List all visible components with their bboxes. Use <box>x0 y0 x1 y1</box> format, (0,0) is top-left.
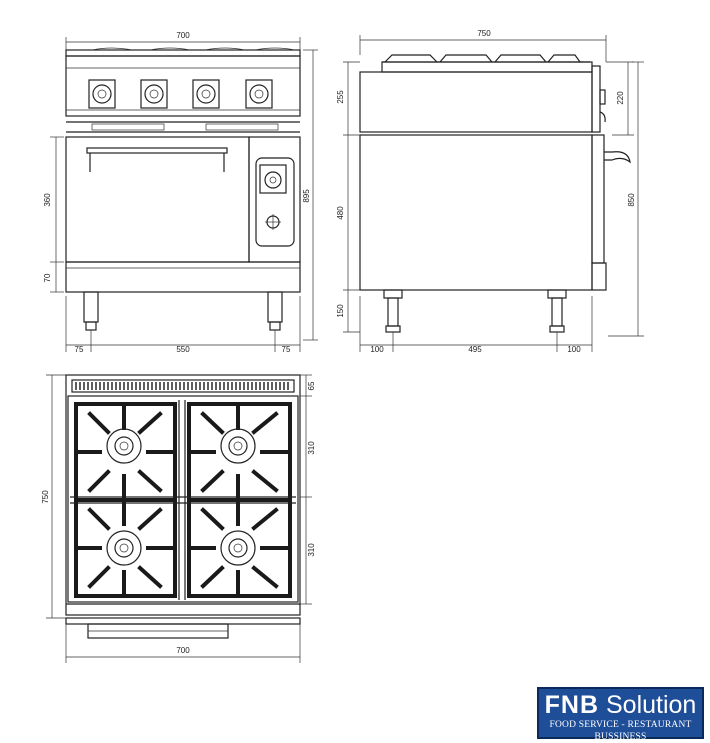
oven-handle <box>86 147 228 154</box>
dim-side-right-top: 220 <box>606 61 634 136</box>
svg-text:255: 255 <box>336 90 345 104</box>
knob-1 <box>88 79 116 109</box>
svg-text:550: 550 <box>176 345 190 354</box>
dim-front-oven-height: 360 <box>43 136 64 263</box>
burner-1 <box>106 428 142 464</box>
knob-4 <box>245 79 273 109</box>
svg-text:75: 75 <box>282 345 291 354</box>
svg-text:360: 360 <box>43 193 52 207</box>
svg-text:310: 310 <box>307 543 316 557</box>
oven-control <box>255 157 295 247</box>
svg-text:750: 750 <box>477 29 491 38</box>
svg-text:700: 700 <box>176 31 190 40</box>
oven-door <box>65 136 250 263</box>
burner-4 <box>220 530 256 566</box>
dim-side-bottom: 100 495 100 <box>359 296 593 354</box>
dim-top-row-2: 310 <box>300 497 316 605</box>
svg-text:220: 220 <box>616 91 625 105</box>
dim-side-right-total: 850 <box>608 61 644 337</box>
dim-front-total-height: 895 <box>302 49 318 341</box>
front-knobs <box>88 79 273 109</box>
svg-text:100: 100 <box>567 345 581 354</box>
svg-text:495: 495 <box>468 345 482 354</box>
side-lower-body <box>359 134 593 291</box>
knob-2 <box>140 79 168 109</box>
svg-text:310: 310 <box>307 441 316 455</box>
svg-text:850: 850 <box>627 193 636 207</box>
burners <box>106 428 256 566</box>
dim-front-bottom: 75 550 75 <box>65 296 301 354</box>
dim-front-base-height: 70 <box>43 262 64 293</box>
side-view: 750 255 480 <box>336 29 644 354</box>
fnb-solution-logo: FNB Solution FOOD SERVICE - RESTAURANT B… <box>537 687 704 742</box>
dim-top-width: 700 <box>65 624 301 663</box>
logo-tagline: FOOD SERVICE - RESTAURANT BUSSINESS <box>549 720 692 742</box>
dim-side-body-height: 480 <box>336 135 360 291</box>
svg-text:75: 75 <box>75 345 84 354</box>
front-view: 700 <box>43 31 318 354</box>
top-view: 65 310 310 750 700 <box>41 374 316 663</box>
dim-top-row-1: 310 <box>300 396 316 498</box>
dim-top-total-depth: 750 <box>41 374 66 619</box>
front-control-panel <box>65 55 301 117</box>
dim-side-leg-height: 150 <box>336 290 360 333</box>
dim-top-strip: 65 <box>300 374 316 397</box>
top-outline <box>65 374 301 616</box>
logo-brand: FNB Solution <box>544 691 697 719</box>
side-upper-body <box>359 71 593 133</box>
burner-3 <box>106 530 142 566</box>
dim-side-depth: 750 <box>359 29 607 62</box>
svg-text:100: 100 <box>370 345 384 354</box>
svg-text:65: 65 <box>307 381 316 390</box>
burner-2 <box>220 428 256 464</box>
burner-grates <box>70 400 296 600</box>
svg-text:70: 70 <box>43 273 52 282</box>
svg-text:150: 150 <box>336 304 345 318</box>
knob-3 <box>192 79 220 109</box>
svg-text:895: 895 <box>302 189 311 203</box>
svg-text:750: 750 <box>41 490 50 504</box>
dim-side-top-height: 255 <box>336 61 360 136</box>
svg-text:480: 480 <box>336 206 345 220</box>
svg-text:700: 700 <box>176 646 190 655</box>
back-vent-strip <box>71 379 295 393</box>
